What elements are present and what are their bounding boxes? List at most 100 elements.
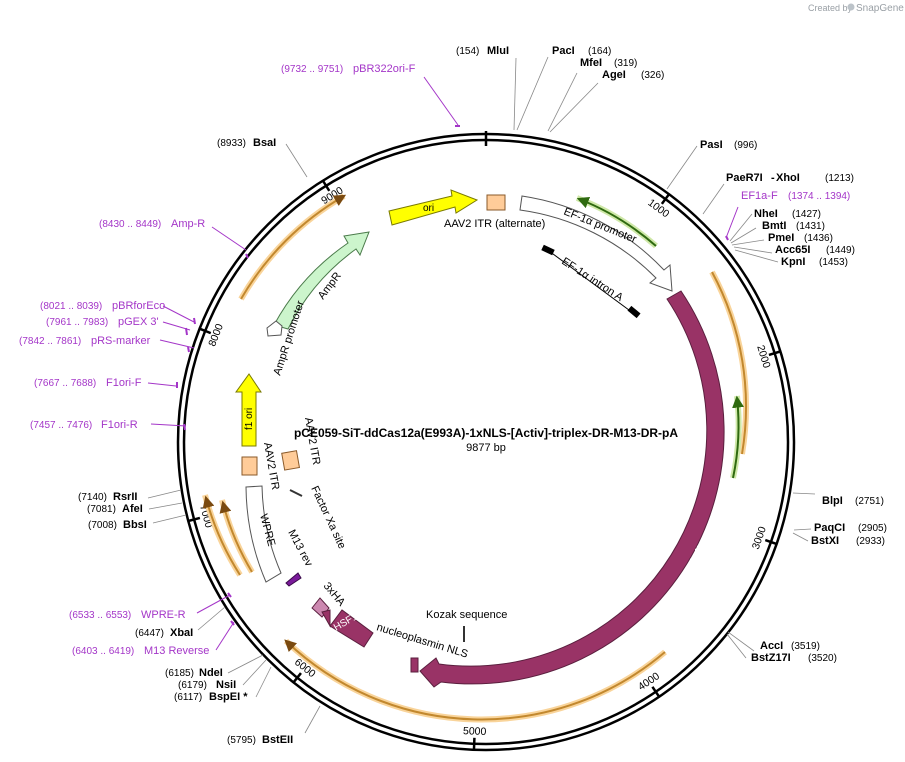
site-name: XhoI — [776, 172, 800, 184]
aav2-itr-alt-block[interactable] — [486, 194, 506, 211]
site-name: PmeI — [768, 232, 794, 244]
primer-pos: (6533 .. 6553) — [69, 610, 131, 621]
ori-label: ori — [423, 203, 434, 214]
site-pos: (996) — [734, 140, 757, 151]
site-name: PaeR7I — [726, 172, 763, 184]
tick-8000 — [198, 327, 212, 335]
primer-pos: (8021 .. 8039) — [40, 301, 102, 312]
amp-promoter-feature[interactable] — [266, 320, 283, 337]
site-pos: (8933) — [217, 138, 246, 149]
site-pos: (6447) — [135, 628, 164, 639]
label-leaders — [147, 56, 816, 734]
ef1a-intron-label: EF-1α intron A — [559, 255, 625, 304]
site-name: BlpI — [822, 495, 843, 507]
site-pos: (2751) — [855, 496, 884, 507]
primer-pos: (9732 .. 9751) — [281, 64, 343, 75]
aav2-itr-block-2[interactable] — [281, 450, 301, 471]
primer-name: M13 Reverse — [144, 645, 209, 657]
ef1a-intron-end-mark — [627, 305, 641, 319]
primer-leaders — [147, 76, 739, 651]
aav2-itr-alt-label: AAV2 ITR (alternate) — [444, 218, 545, 230]
primer-pos: (7842 .. 7861) — [19, 336, 81, 347]
nucleoplasmin-nls-block[interactable] — [410, 657, 419, 673]
ampr-feature[interactable] — [273, 231, 370, 330]
site-pos: (326) — [641, 70, 664, 81]
ef1a-intron-line — [548, 250, 634, 314]
primer-name: pBRforEco — [112, 300, 165, 312]
tick-6000 — [291, 672, 302, 684]
site-pos: (154) — [456, 46, 479, 57]
site-name: MfeI — [580, 57, 602, 69]
site-pos: (1427) — [792, 209, 821, 220]
f1ori-label: f1 ori — [244, 408, 255, 430]
site-name: NheI — [754, 208, 778, 220]
hsf1-feature[interactable] — [321, 609, 374, 648]
m13rev-feature[interactable] — [285, 572, 302, 587]
tick-4000 — [651, 686, 661, 699]
tick-label-8000: 8000 — [206, 322, 226, 348]
site-name: XbaI — [170, 627, 193, 639]
ef1a-promoter-feature[interactable] — [519, 195, 673, 292]
site-pos: (1431) — [796, 221, 825, 232]
primer-name: pBR322ori-F — [353, 63, 416, 75]
site-pos: (2933) — [856, 536, 885, 547]
tick-2000 — [768, 349, 782, 357]
site-pos: (164) — [588, 46, 611, 57]
primer-name: Amp-R — [171, 218, 205, 230]
site-name: KpnI — [781, 256, 805, 268]
site-pos: (3520) — [808, 653, 837, 664]
primer-name: WPRE-R — [141, 609, 186, 621]
enzyme-labels: (154) MluI PacI (164) MfeI (319) AgeI (3… — [78, 45, 887, 746]
site-name: Acc65I — [775, 244, 810, 256]
primer-pos: (6403 .. 6419) — [72, 646, 134, 657]
site-pos: (1449) — [826, 245, 855, 256]
f1ori-feature[interactable] — [235, 373, 262, 447]
site-pos: (1436) — [804, 233, 833, 244]
site-name: BbsI — [123, 519, 147, 531]
tick-label-3000: 3000 — [750, 525, 769, 551]
wpre-feature[interactable] — [245, 485, 282, 583]
primer-pos: (8430 .. 8449) — [99, 219, 161, 230]
aav2-itr-block-1[interactable] — [241, 456, 258, 476]
tick-7000 — [187, 516, 201, 523]
site-pos: (1213) — [825, 173, 854, 184]
ori-feature[interactable] — [388, 189, 479, 226]
primer-name: pGEX 3' — [118, 316, 159, 328]
primer-pos: (7667 .. 7688) — [34, 378, 96, 389]
site-name: NdeI — [199, 667, 223, 679]
site-name: PacI — [552, 45, 575, 57]
site-name: AccI — [760, 640, 783, 652]
primer-name: F1ori-F — [106, 377, 142, 389]
site-pos: (7008) — [88, 520, 117, 531]
aav2-itr-label-1: AAV2 ITR — [261, 441, 281, 490]
site-pos: (5795) — [227, 735, 256, 746]
primer-name: pRS-marker — [91, 335, 151, 347]
primer-name: F1ori-R — [101, 419, 138, 431]
nucleoplasmin-label: nucleoplasmin NLS — [375, 621, 469, 660]
site-name: NsiI — [216, 679, 236, 691]
site-pos: (7140) — [78, 492, 107, 503]
aav2-itr-label-2: AAV2 ITR — [302, 416, 322, 465]
site-name: BspEI * — [209, 691, 248, 703]
site-pos: (1453) — [819, 257, 848, 268]
primer-pos: (7961 .. 7983) — [46, 317, 108, 328]
credit-text: Created by — [808, 3, 853, 13]
site-name: PaqCI — [814, 522, 845, 534]
site-pos: (7081) — [87, 504, 116, 515]
site-name: BmtI — [762, 220, 786, 232]
ascpf1-feature[interactable] — [419, 290, 725, 688]
brand-text: SnapGene — [856, 3, 904, 14]
tick-1000 — [660, 192, 671, 205]
site-name: AgeI — [602, 69, 626, 81]
plasmid-name: pCE059-SiT-ddCas12a(E993A)-1xNLS-[Activ]… — [294, 426, 678, 440]
tick-9000 — [321, 179, 331, 192]
site-name: PasI — [700, 139, 723, 151]
ef1a-intron-start-mark — [541, 244, 555, 256]
tick-5000 — [472, 737, 476, 751]
factor-xa-mark — [289, 489, 303, 497]
primer-pos: (7457 .. 7476) — [30, 420, 92, 431]
tick-3000 — [764, 538, 778, 546]
m13rev-label: M13 rev — [285, 528, 314, 569]
site-name: RsrII — [113, 491, 137, 503]
